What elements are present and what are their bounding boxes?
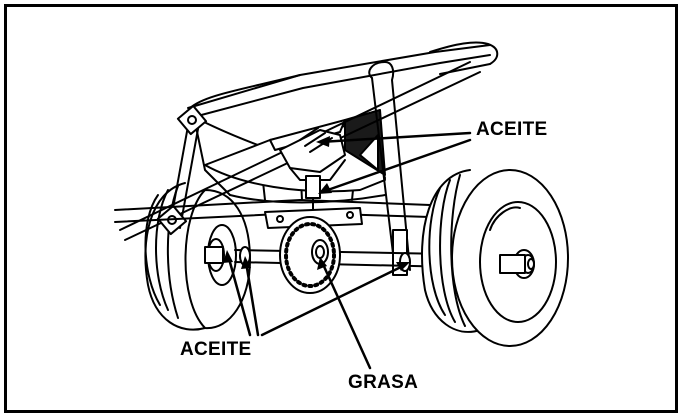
callout-arrows	[226, 131, 472, 370]
oil-label-bottom: ACEITE	[180, 339, 252, 360]
grease-label: GRASA	[348, 372, 419, 393]
figure-border	[4, 4, 678, 413]
oil-label-top: ACEITE	[476, 119, 548, 140]
right-wheel	[421, 169, 569, 347]
arrow-heads	[223, 136, 410, 271]
hopper	[187, 44, 491, 204]
impeller-disc	[279, 216, 341, 294]
